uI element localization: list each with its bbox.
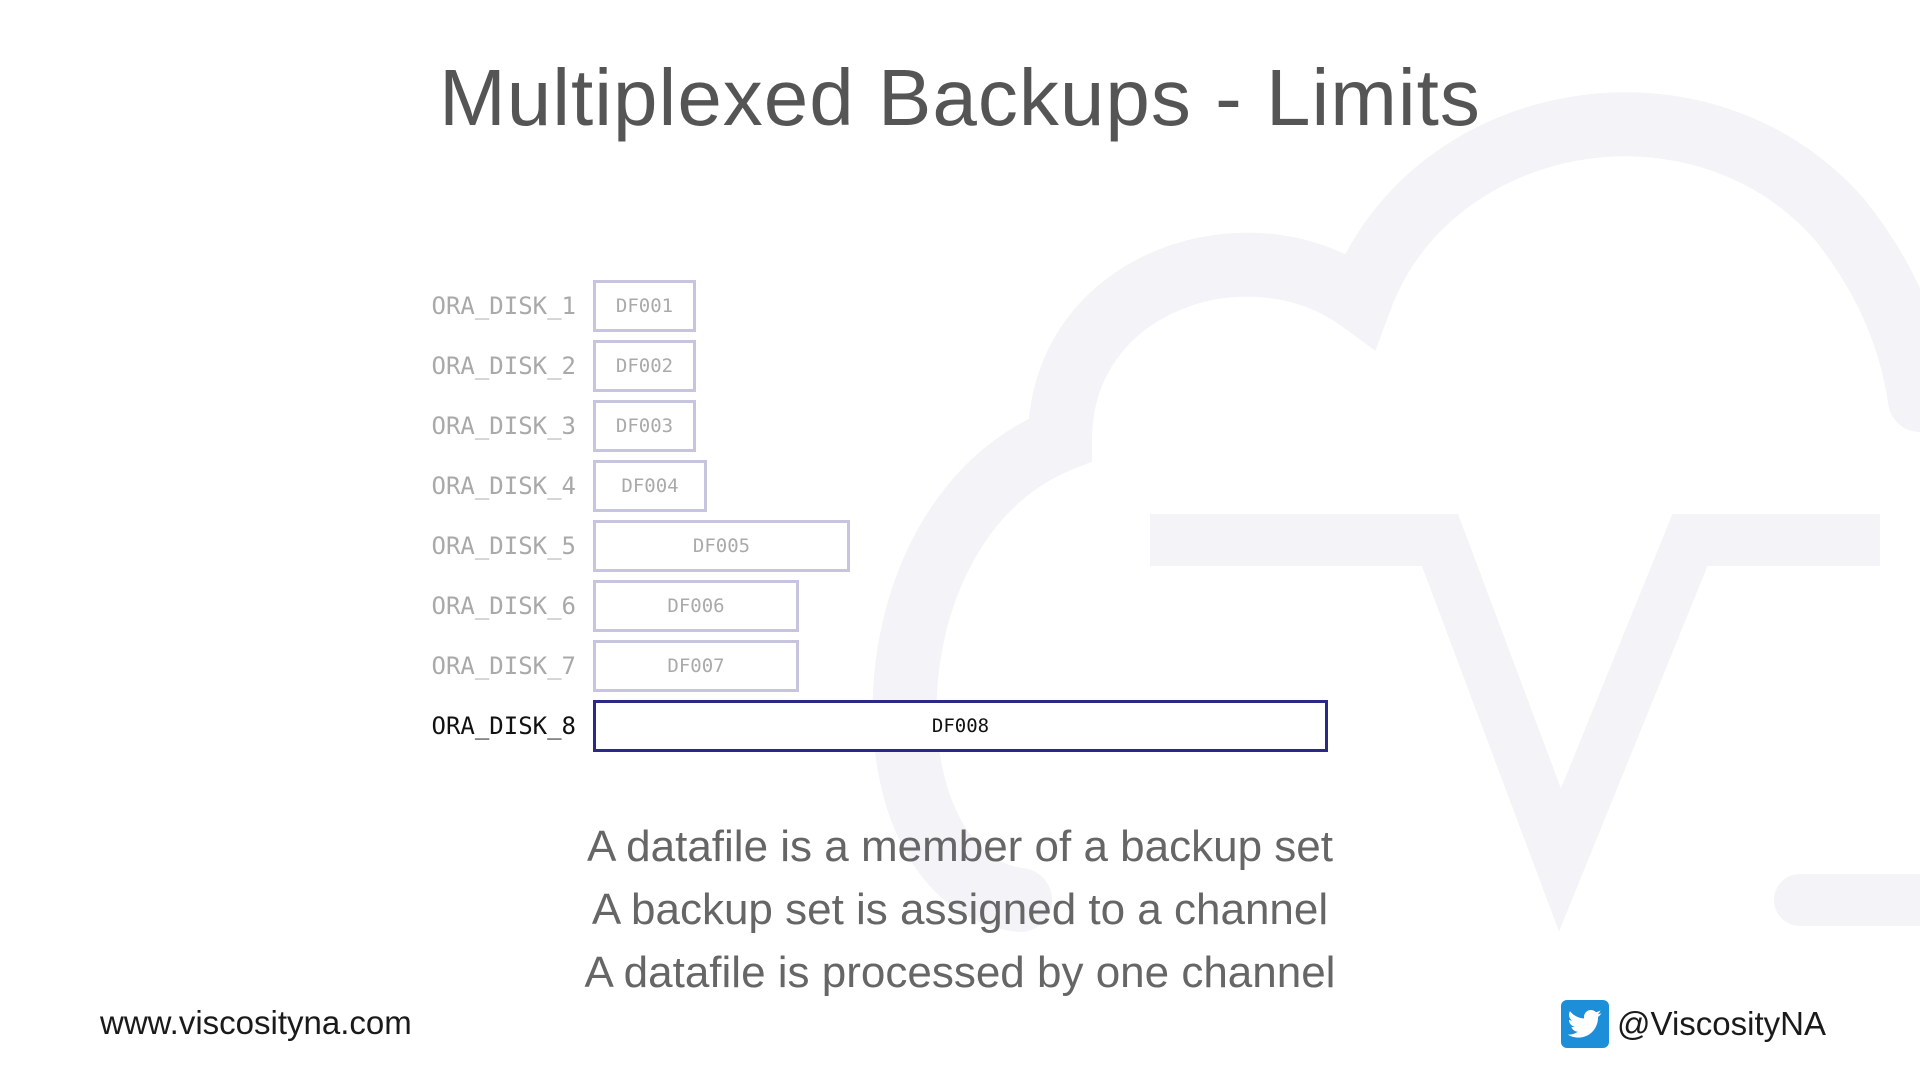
statement-line: A datafile is processed by one channel (584, 948, 1336, 997)
disk-label: ORA_DISK_7 (431, 652, 577, 680)
disk-label: ORA_DISK_5 (431, 532, 577, 560)
twitter-handle-link[interactable]: @ViscosityNA (1561, 1000, 1826, 1048)
v-mark (1150, 514, 1880, 932)
statement-line: A datafile is a member of a backup set (587, 822, 1333, 871)
cloud-outline (872, 92, 1920, 932)
statement-line: A backup set is assigned to a channel (591, 885, 1329, 934)
datafile-box: DF006 (593, 580, 799, 632)
disk-row: ORA_DISK_7 DF007 (0, 640, 1400, 692)
disk-row: ORA_DISK_1 DF001 (0, 280, 1400, 332)
disk-label: ORA_DISK_8 (431, 712, 577, 740)
datafile-box: DF008 (593, 700, 1328, 752)
website-url[interactable]: www.viscosityna.com (100, 1004, 412, 1041)
disk-row: ORA_DISK_8 DF008 (0, 700, 1400, 752)
disk-label: ORA_DISK_3 (431, 412, 577, 440)
disk-row: ORA_DISK_3 DF003 (0, 400, 1400, 452)
datafile-box: DF004 (593, 460, 707, 512)
datafile-box: DF002 (593, 340, 696, 392)
disk-label: ORA_DISK_2 (431, 352, 577, 380)
disk-label: ORA_DISK_1 (431, 292, 577, 320)
disk-label: ORA_DISK_6 (431, 592, 577, 620)
datafile-box: DF001 (593, 280, 696, 332)
slide-title: Multiplexed Backups - Limits (439, 53, 1481, 142)
disk-label: ORA_DISK_4 (431, 472, 577, 500)
datafile-box: DF007 (593, 640, 799, 692)
disk-row: ORA_DISK_4 DF004 (0, 460, 1400, 512)
twitter-bird-icon (1561, 1000, 1610, 1048)
disk-row: ORA_DISK_2 DF002 (0, 340, 1400, 392)
datafile-box: DF005 (593, 520, 850, 572)
disk-row: ORA_DISK_5 DF005 (0, 520, 1400, 572)
datafile-box: DF003 (593, 400, 696, 452)
disk-row: ORA_DISK_6 DF006 (0, 580, 1400, 632)
twitter-handle-text: @ViscosityNA (1617, 1005, 1826, 1042)
statement-list: A datafile is a member of a backup set A… (0, 815, 1920, 1004)
